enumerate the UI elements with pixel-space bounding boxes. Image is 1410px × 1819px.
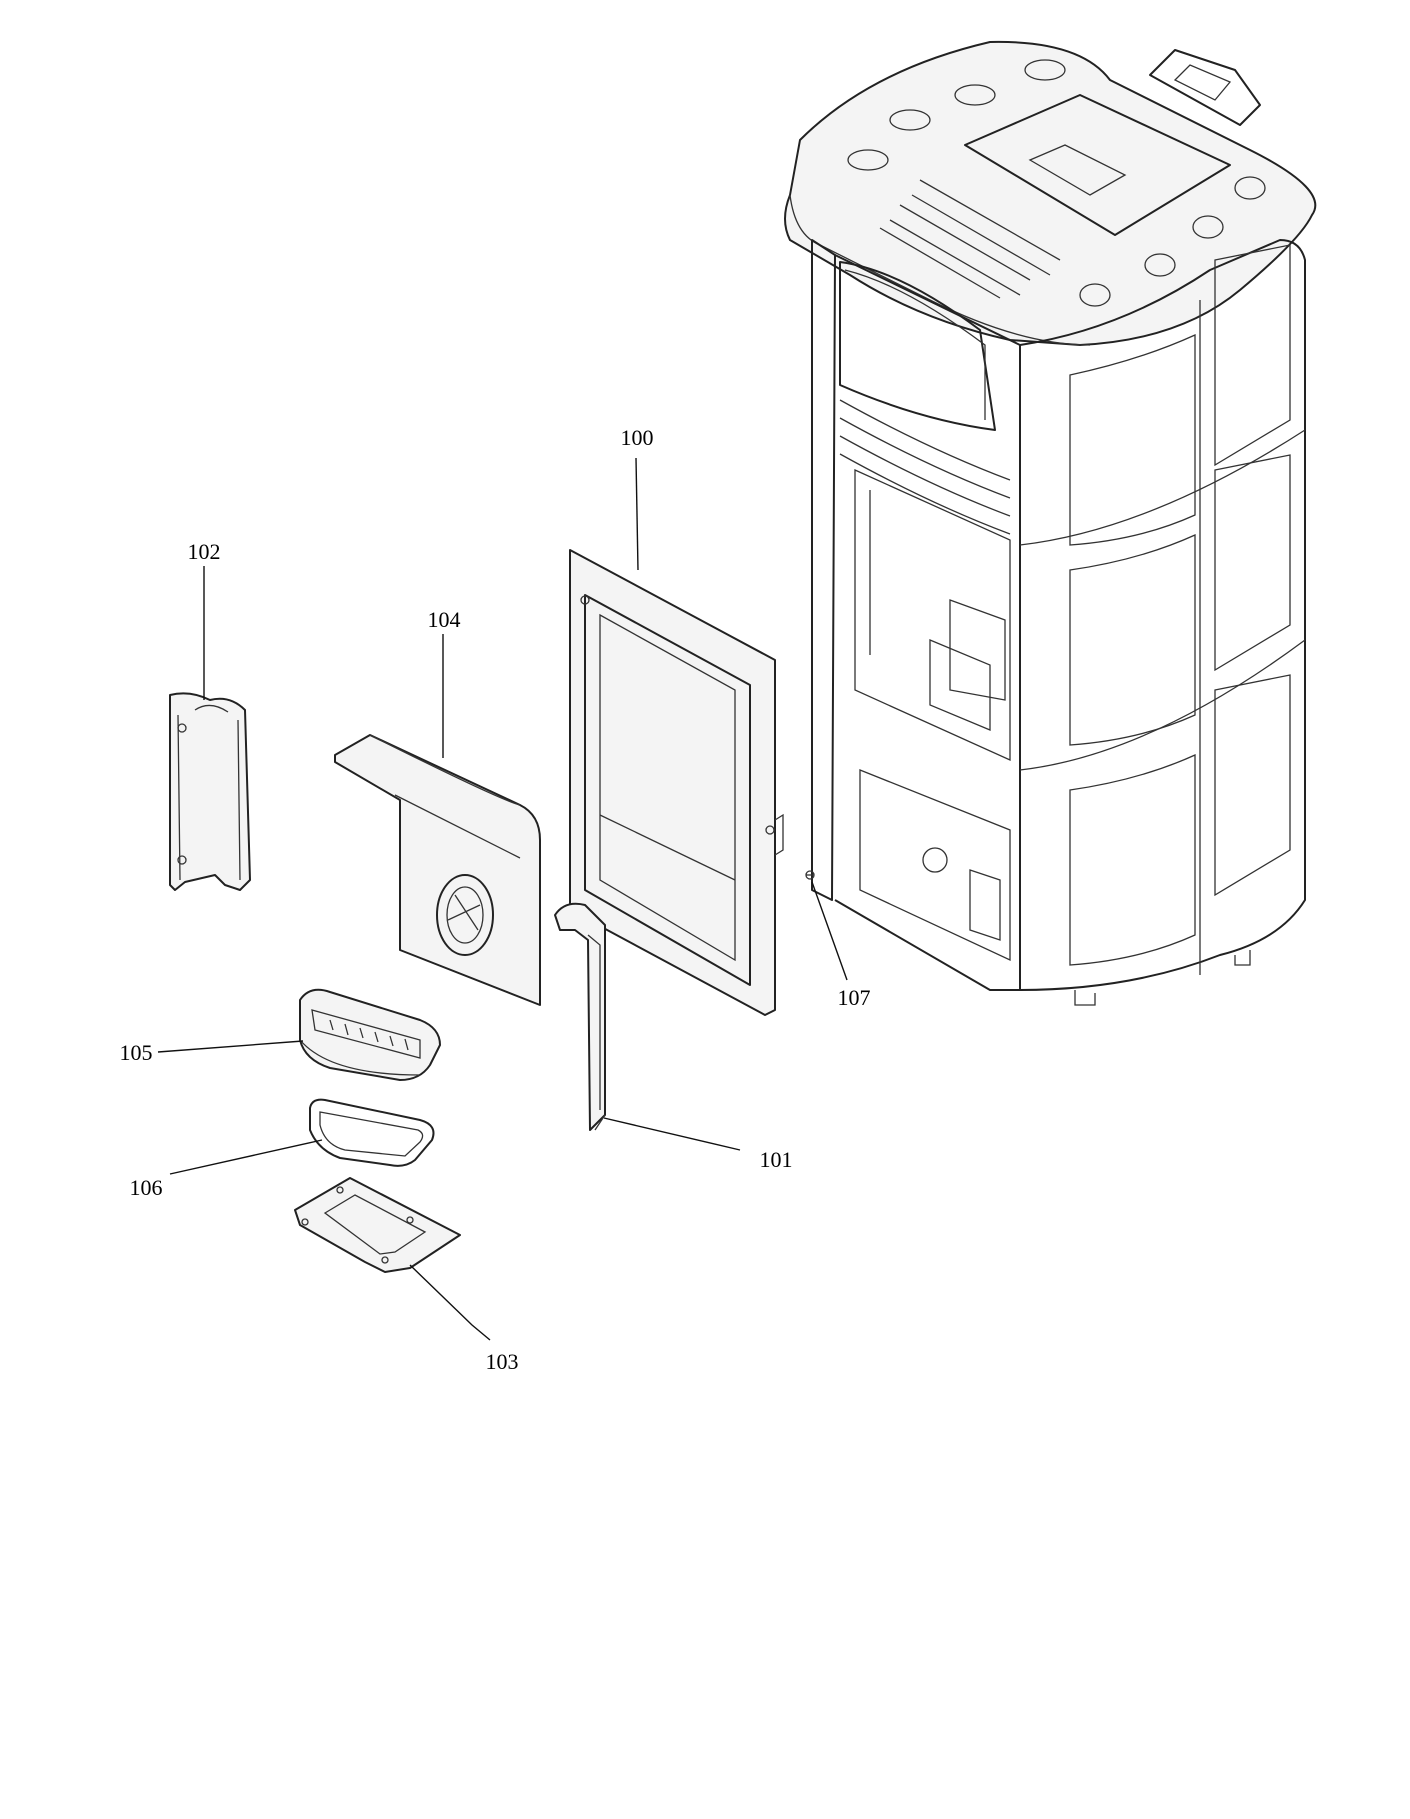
part-103-base-plate — [294, 1177, 461, 1273]
leader-103 — [409, 1264, 491, 1341]
part-104-back-panel — [334, 734, 541, 1006]
part-105-burn-pot — [299, 988, 441, 1081]
leader-105 — [157, 1040, 304, 1053]
callout-104: 104 — [428, 607, 461, 632]
part-106-gasket — [309, 1098, 435, 1167]
leader-107 — [811, 881, 848, 981]
part-102-side-trim — [169, 692, 251, 891]
stove-body — [784, 40, 1317, 1006]
part-101-door-handle — [554, 902, 606, 1131]
leader-100 — [635, 457, 639, 571]
leader-lines — [157, 457, 848, 1341]
leader-106 — [169, 1139, 323, 1175]
callout-labels: 100 102 104 105 106 103 101 107 — [120, 425, 871, 1374]
part-100-door-frame — [569, 549, 784, 1016]
callout-101: 101 — [760, 1147, 793, 1172]
callout-107: 107 — [838, 985, 871, 1010]
callout-106: 106 — [130, 1175, 163, 1200]
callout-100: 100 — [621, 425, 654, 450]
callout-102: 102 — [188, 539, 221, 564]
callout-103: 103 — [486, 1349, 519, 1374]
callout-105: 105 — [120, 1040, 153, 1065]
part-107-screw — [805, 870, 815, 880]
leader-101 — [603, 1117, 741, 1151]
